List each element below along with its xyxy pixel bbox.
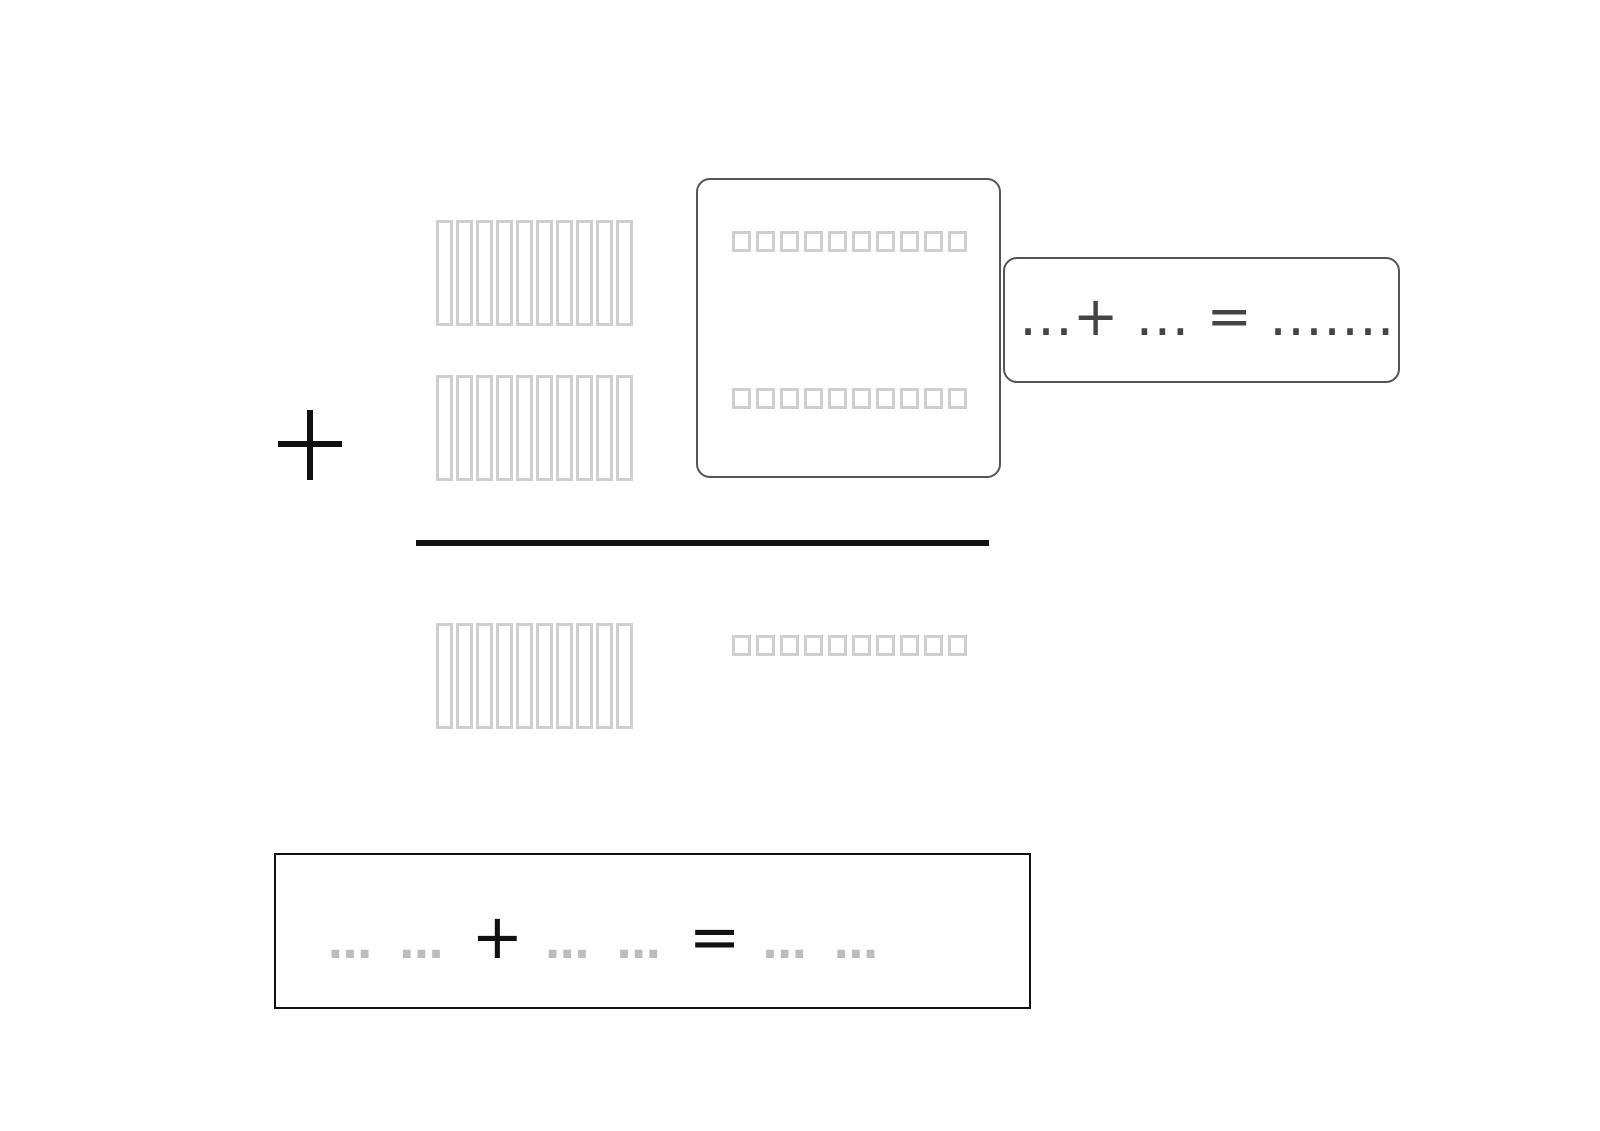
tens-rod <box>496 220 513 326</box>
unit-cube <box>804 635 823 656</box>
unit-cube <box>948 635 967 656</box>
tens-rods-row-result <box>436 623 633 729</box>
tens-rod <box>596 220 613 326</box>
tens-rod <box>516 220 533 326</box>
answer-blank-2[interactable]: … … <box>545 918 667 969</box>
tens-rod <box>436 623 453 729</box>
tens-rod <box>476 220 493 326</box>
tens-rod <box>496 623 513 729</box>
plus-sign <box>278 410 342 480</box>
answer-blank-3[interactable]: … … <box>762 918 884 969</box>
equals-operator: = <box>688 900 741 973</box>
unit-cube <box>852 388 871 409</box>
tens-rods-row-2 <box>436 375 633 481</box>
tens-rod <box>536 623 553 729</box>
tens-rod <box>556 375 573 481</box>
units-box <box>696 178 1001 478</box>
unit-cube <box>780 231 799 252</box>
unit-cube <box>756 388 775 409</box>
tens-rod <box>476 623 493 729</box>
unit-cube <box>804 388 823 409</box>
tens-rod <box>456 623 473 729</box>
unit-cube <box>756 231 775 252</box>
unit-cubes-row-1 <box>732 231 967 252</box>
unit-cubes-row-result <box>732 635 967 656</box>
side-equation-box: …+ … = ……. <box>1003 257 1400 383</box>
unit-cube <box>876 388 895 409</box>
tens-rod <box>616 220 633 326</box>
unit-cube <box>828 231 847 252</box>
unit-cube <box>732 635 751 656</box>
unit-cube <box>828 388 847 409</box>
unit-cube <box>900 231 919 252</box>
tens-rod <box>556 220 573 326</box>
unit-cube <box>876 635 895 656</box>
unit-cube <box>828 635 847 656</box>
tens-rod <box>456 220 473 326</box>
tens-rods-row-1 <box>436 220 633 326</box>
unit-cube <box>756 635 775 656</box>
unit-cube <box>924 635 943 656</box>
tens-rod <box>536 220 553 326</box>
tens-rod <box>516 623 533 729</box>
side-equation-text: …+ … = ……. <box>1019 285 1395 348</box>
tens-rod <box>536 375 553 481</box>
bottom-equation-box: … … + … … = … … <box>274 853 1031 1009</box>
tens-rod <box>516 375 533 481</box>
tens-rod <box>436 375 453 481</box>
tens-rod <box>596 623 613 729</box>
tens-rod <box>556 623 573 729</box>
tens-rod <box>616 375 633 481</box>
answer-blank-1[interactable]: … … <box>328 918 450 969</box>
unit-cubes-row-2 <box>732 388 967 409</box>
tens-rod <box>576 375 593 481</box>
tens-rod <box>596 375 613 481</box>
unit-cube <box>780 388 799 409</box>
unit-cube <box>780 635 799 656</box>
tens-rod <box>576 623 593 729</box>
unit-cube <box>948 231 967 252</box>
tens-rod <box>476 375 493 481</box>
plus-operator: + <box>471 900 524 973</box>
unit-cube <box>924 388 943 409</box>
tens-rod <box>456 375 473 481</box>
unit-cube <box>732 231 751 252</box>
tens-rod <box>576 220 593 326</box>
unit-cube <box>900 388 919 409</box>
unit-cube <box>804 231 823 252</box>
unit-cube <box>852 231 871 252</box>
bottom-equation: … … + … … = … … <box>328 900 902 974</box>
tens-rod <box>436 220 453 326</box>
unit-cube <box>852 635 871 656</box>
sum-line <box>416 540 989 546</box>
unit-cube <box>732 388 751 409</box>
unit-cube <box>948 388 967 409</box>
unit-cube <box>924 231 943 252</box>
unit-cube <box>876 231 895 252</box>
tens-rod <box>496 375 513 481</box>
tens-rod <box>616 623 633 729</box>
unit-cube <box>900 635 919 656</box>
